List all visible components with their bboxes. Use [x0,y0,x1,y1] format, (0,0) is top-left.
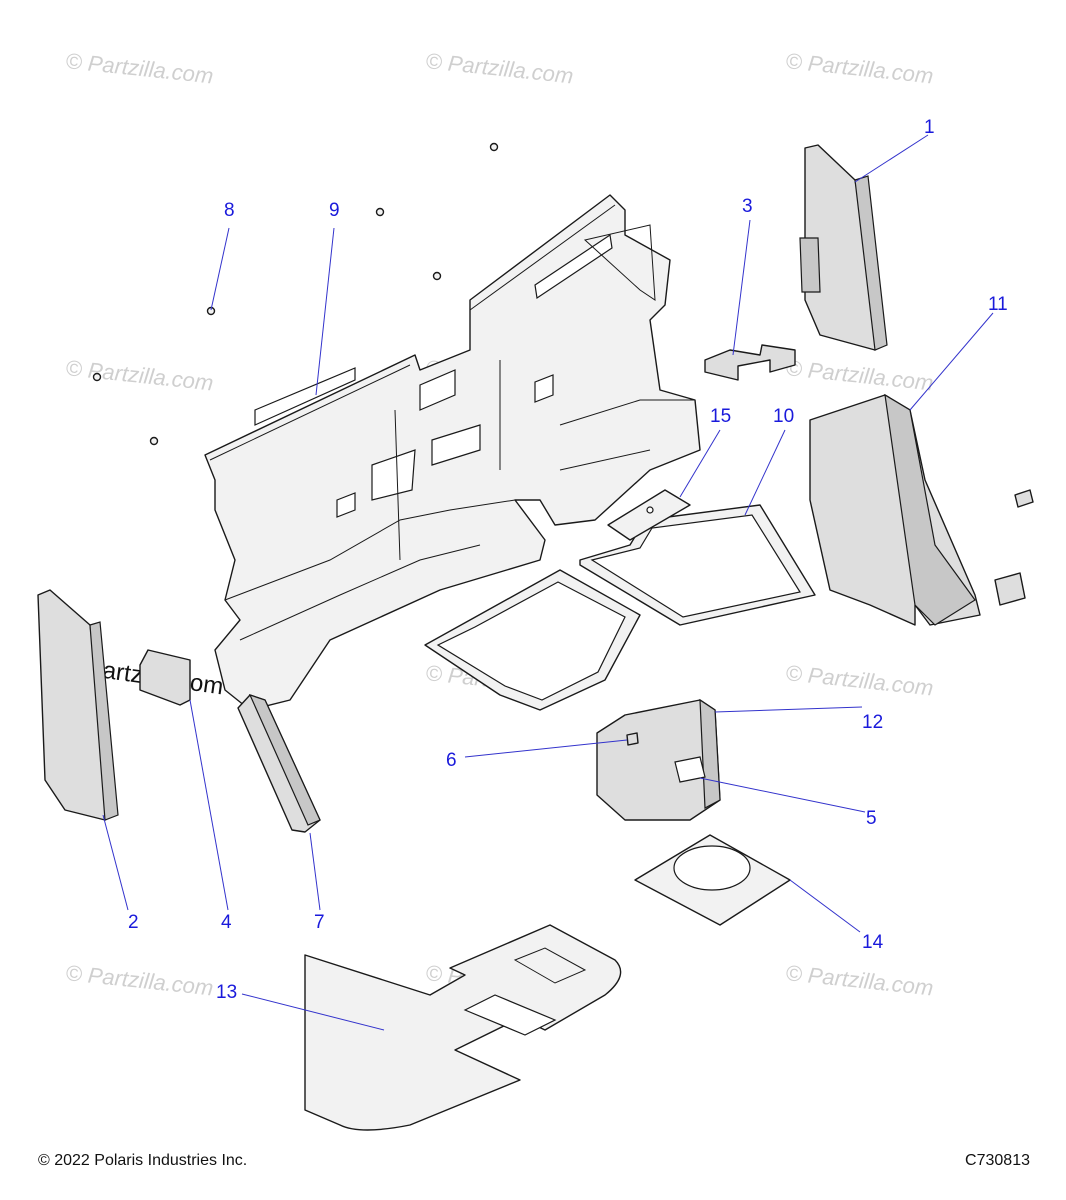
part-1-foam [799,144,888,351]
callout-3: 3 [742,196,753,217]
watermark: © Partzilla.com [64,48,214,88]
part-7-foam-strip [237,693,321,833]
callout-numbers: 1 2 3 4 5 6 7 8 9 10 11 12 13 14 15 [128,117,1008,1003]
watermark: © Partzilla.com [64,960,214,1000]
drawing-id: C730813 [965,1152,1030,1169]
watermark: © Partzilla.com [424,48,574,88]
callout-5: 5 [866,808,877,829]
callout-9: 9 [329,200,340,221]
watermark: © Partzilla.com [784,355,934,395]
floor-gasket-left [424,569,641,711]
callout-11: 11 [988,294,1008,315]
part-11-foam-block [809,393,1034,626]
callout-7: 7 [314,912,325,933]
callout-10: 10 [773,406,794,427]
part-13-floor-mat [304,924,622,1131]
watermark: © Partzilla.com [784,48,934,88]
leader-lines [102,134,994,1031]
callout-4: 4 [221,912,232,933]
watermark: © Partzilla.com [784,960,934,1000]
callout-13: 13 [216,982,237,1003]
part-15-plate [607,489,691,541]
parts-diagram: © Partzilla.com © Partzilla.com © Partzi… [37,48,1034,1131]
part-3-foam-block [704,344,796,381]
part-9-rear-panel [204,194,701,711]
part-14-vent-plate [634,834,791,926]
callout-6: 6 [446,750,457,771]
callout-14: 14 [862,932,884,953]
part-2-foam [37,589,119,821]
part-4-foam-block [139,649,191,706]
watermark: © Partzilla.com [784,660,934,700]
watermark: © Partzilla.com [64,355,214,395]
callout-15: 15 [710,406,731,427]
callout-1: 1 [924,117,935,138]
callout-8: 8 [224,200,235,221]
callout-12: 12 [862,712,883,733]
part-8-fasteners [92,142,499,446]
copyright-notice: © 2022 Polaris Industries Inc. [38,1152,248,1169]
part-12-shroud [596,698,721,821]
callout-2: 2 [128,912,139,933]
